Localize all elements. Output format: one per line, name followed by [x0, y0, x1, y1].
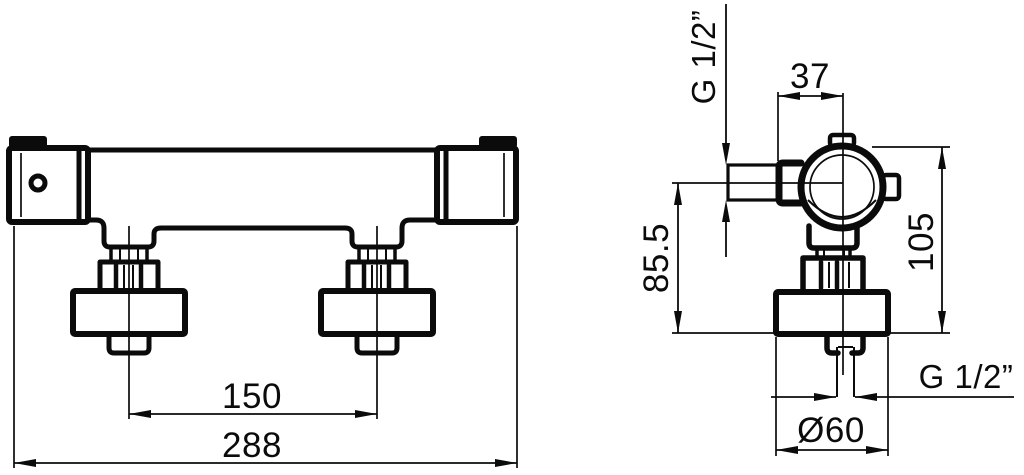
left-valve [70, 226, 188, 419]
outlet-thread-arrow-right [814, 393, 836, 401]
right-tab [880, 172, 902, 202]
dim-150-arrow-right [355, 410, 377, 418]
front-dimensions: 150 288 [13, 226, 518, 468]
right-end-cap [434, 145, 519, 225]
side-view: 37 G 1/2” 85.5 105 G 1/2” [637, 4, 1014, 456]
dim-60-label: Ø60 [797, 411, 865, 450]
dim-288-label: 288 [222, 426, 282, 465]
dim-37-label: 37 [790, 57, 830, 96]
inlet-thread-label: G 1/2” [685, 10, 722, 105]
inlet-thread-arrow-down [722, 143, 730, 165]
dim-105-arrow-top [938, 147, 946, 169]
dim-60-arrow-left [776, 446, 798, 454]
outlet-thread-label: G 1/2” [919, 358, 1014, 395]
outlet-nut-right [849, 331, 866, 356]
side-knurled-ring [800, 255, 866, 295]
valve-body-circle [797, 142, 887, 232]
side-escutcheon [773, 289, 891, 337]
right-valve [318, 226, 436, 419]
valve-body-inner-circle [809, 154, 875, 220]
top-tab [827, 132, 857, 149]
housing-inner-arc [807, 199, 877, 218]
dim-85-label: 85.5 [637, 223, 676, 293]
left-cap-screw-hole [28, 173, 48, 193]
dim-37-arrow-left [778, 92, 800, 100]
dim-105-arrow-bottom [938, 311, 946, 333]
lower-housing [806, 223, 860, 251]
front-view: 150 288 [6, 136, 519, 468]
dim-37-arrow-right [821, 92, 843, 100]
dim-288-arrow-left [14, 459, 36, 467]
side-dimensions: 37 G 1/2” 85.5 105 G 1/2” [637, 4, 1014, 456]
dim-150-label: 150 [222, 377, 282, 416]
dim-60-arrow-right [866, 446, 888, 454]
dim-105-label: 105 [902, 212, 941, 272]
outlet-nut-left [824, 331, 841, 356]
left-end-cap [6, 145, 91, 225]
body-bottom-contour [85, 217, 440, 250]
inlet-thread-arrow-up [722, 200, 730, 222]
dim-85-arrow-bottom [674, 311, 682, 333]
dim-150-arrow-left [129, 410, 151, 418]
dim-85-arrow-top [674, 183, 682, 205]
outlet-thread-arrow-left [855, 393, 877, 401]
dim-288-arrow-right [495, 459, 517, 467]
